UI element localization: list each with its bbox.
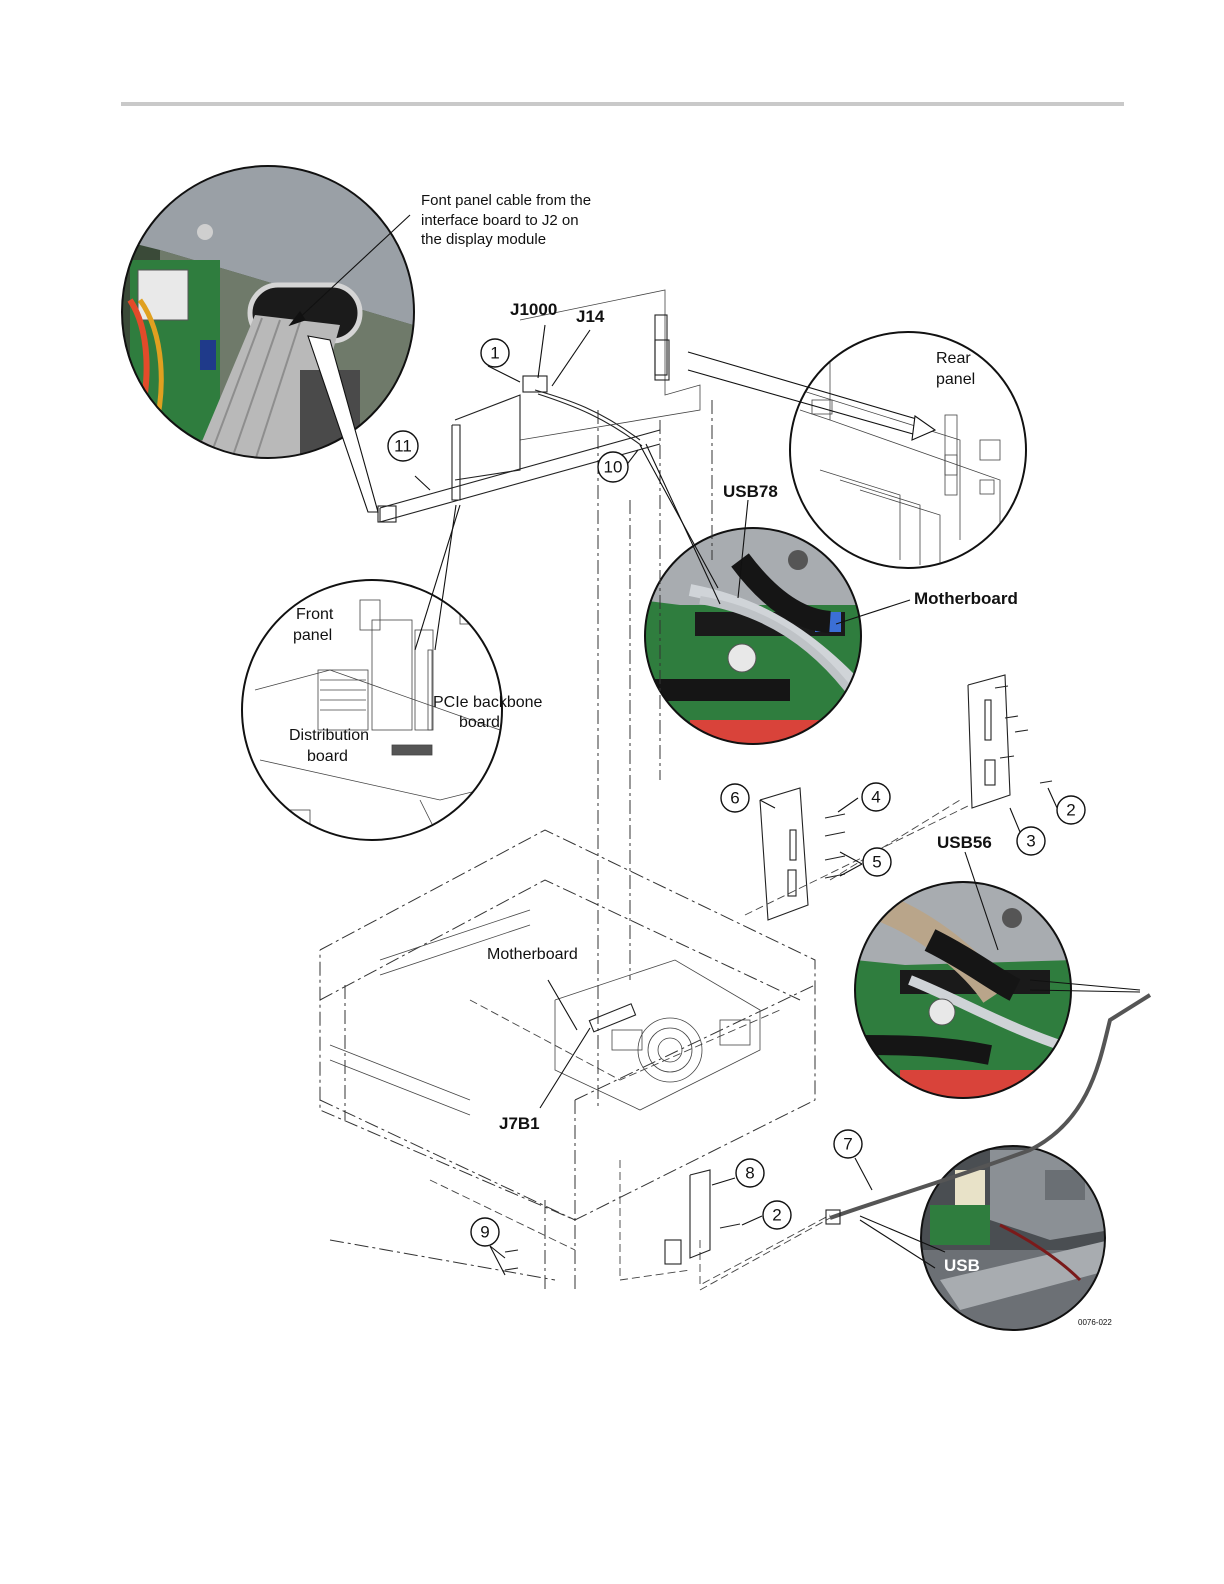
callout-j1000: J1000 xyxy=(510,300,557,319)
rear-panel-detail xyxy=(790,330,1030,580)
svg-text:3: 3 xyxy=(1026,832,1035,851)
svg-text:panel: panel xyxy=(936,371,975,388)
svg-text:7: 7 xyxy=(843,1135,852,1154)
callout-usb78: USB78 xyxy=(723,482,778,501)
svg-text:PCIe backbone: PCIe backbone xyxy=(433,694,543,711)
callout-usb56: USB56 xyxy=(937,833,992,852)
item-number-10: 10 xyxy=(598,452,628,482)
svg-text:panel: panel xyxy=(293,627,332,644)
item-number-4: 4 xyxy=(862,783,890,811)
svg-text:10: 10 xyxy=(604,458,623,477)
svg-text:2: 2 xyxy=(1066,801,1075,820)
figure-id: 0076-022 xyxy=(1078,1318,1112,1327)
svg-text:Front: Front xyxy=(296,606,334,623)
usb78-motherboard-photo xyxy=(640,525,870,760)
item-number-9: 9 xyxy=(471,1218,499,1246)
callout-usb: USB xyxy=(944,1256,980,1275)
callout-motherboard-top: Motherboard xyxy=(914,589,1018,608)
svg-text:2: 2 xyxy=(772,1206,781,1225)
svg-text:1: 1 xyxy=(490,344,499,363)
svg-text:Distribution: Distribution xyxy=(289,727,369,744)
svg-text:9: 9 xyxy=(480,1223,489,1242)
callout-j14: J14 xyxy=(576,307,605,326)
usb-port-photo xyxy=(920,1145,1110,1335)
item-number-6: 6 xyxy=(721,784,749,812)
svg-text:8: 8 xyxy=(745,1164,754,1183)
callout-front-panel-cable: Font panel cable from the interface boar… xyxy=(421,192,591,248)
svg-text:6: 6 xyxy=(730,789,739,808)
svg-text:interface board to J2 on: interface board to J2 on xyxy=(421,212,579,229)
svg-text:board: board xyxy=(307,748,348,765)
item-number-2-bottom: 2 xyxy=(763,1201,791,1229)
callout-j7b1: J7B1 xyxy=(499,1114,540,1133)
svg-text:Rear: Rear xyxy=(936,350,971,367)
item-number-11: 11 xyxy=(388,431,418,461)
svg-text:Font panel cable from the: Font panel cable from the xyxy=(421,192,591,209)
svg-text:the display module: the display module xyxy=(421,231,546,248)
svg-text:board: board xyxy=(459,714,500,731)
front-panel-cable-photo xyxy=(110,160,430,470)
callout-motherboard-main: Motherboard xyxy=(487,946,578,963)
item-number-8: 8 xyxy=(736,1159,764,1187)
svg-text:11: 11 xyxy=(394,437,412,456)
usb56-motherboard-photo xyxy=(855,880,1075,1110)
item-number-2-right: 2 xyxy=(1057,796,1085,824)
item-number-7: 7 xyxy=(834,1130,862,1158)
item-number-1: 1 xyxy=(481,339,509,367)
svg-text:4: 4 xyxy=(871,788,880,807)
svg-text:5: 5 xyxy=(872,853,881,872)
item-number-3: 3 xyxy=(1017,827,1045,855)
item-number-5: 5 xyxy=(863,848,891,876)
